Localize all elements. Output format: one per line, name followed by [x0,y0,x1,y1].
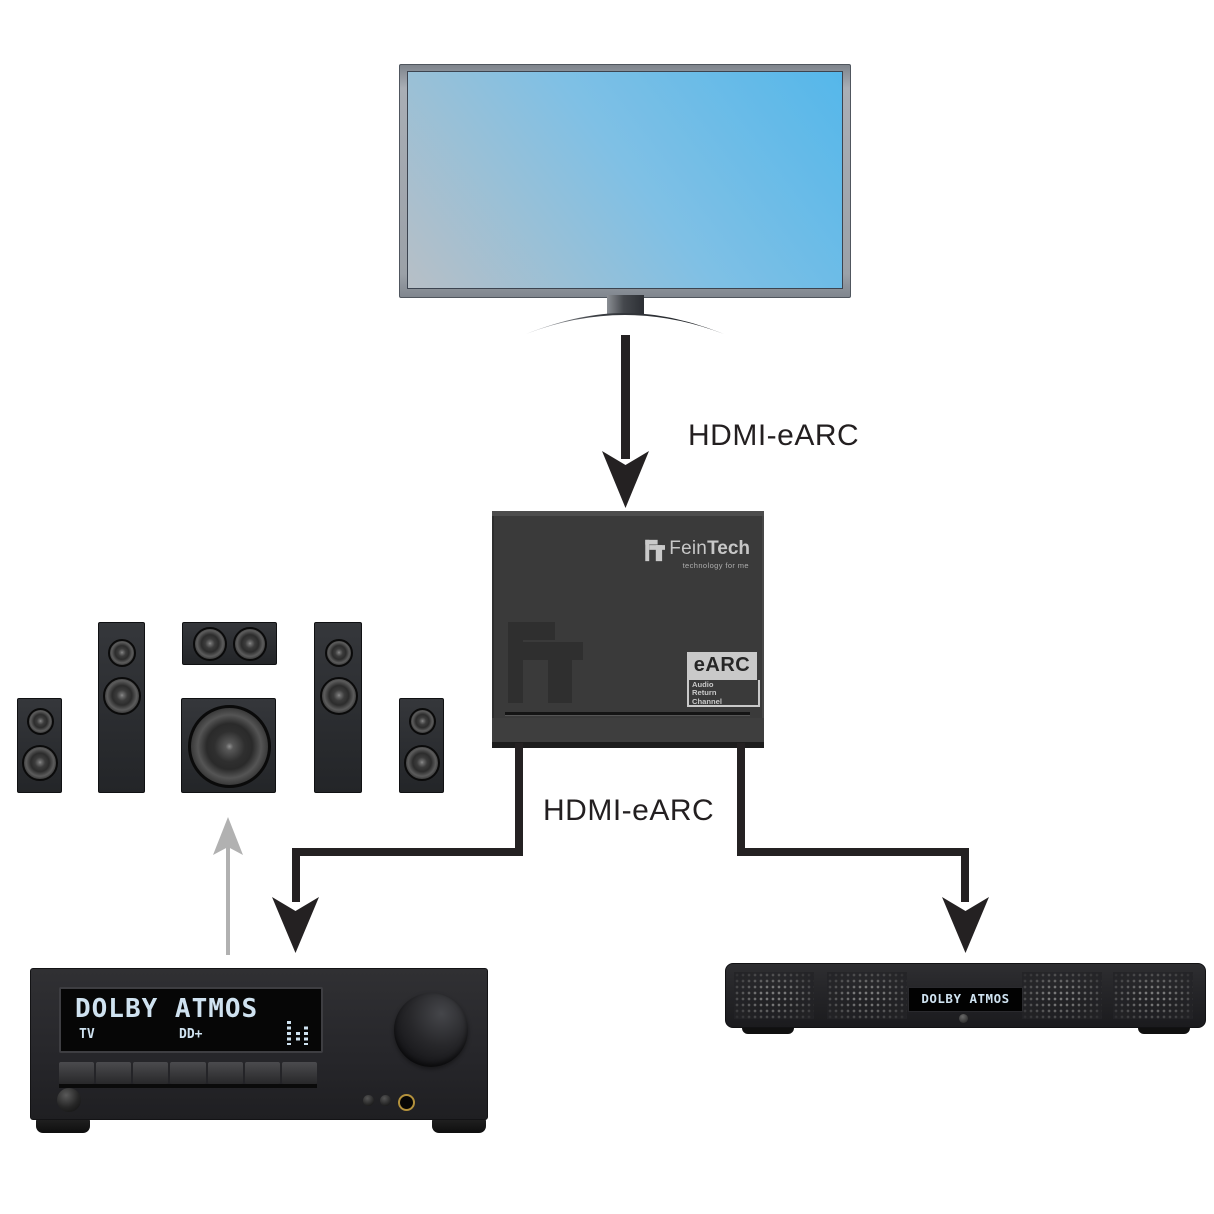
speaker-woofer [103,677,141,715]
subwoofer-driver [188,705,271,788]
tv-screen [407,71,843,289]
brand-fein: Fein [669,538,708,559]
arrowhead-down-to-receiver-icon [272,897,319,953]
receiver-volume-knob[interactable] [394,993,468,1067]
speaker-front-left-tower [98,622,145,793]
speaker-driver [233,627,267,661]
spectrum-icon [287,1021,308,1045]
earc-line-audio: Audio [692,680,714,689]
receiver-display-text: DOLBY ATMOS [75,994,259,1024]
subwoofer [181,698,276,793]
cable-box-right-vertical [737,743,745,848]
receiver-button[interactable] [59,1062,95,1084]
speaker-tweeter [325,639,353,667]
speaker-woofer [404,745,440,781]
feintech-logo: FeinTech [645,538,750,562]
receiver-button[interactable] [170,1062,206,1084]
hdmi-earc-label-mid: HDMI-eARC [543,794,715,827]
box-bottom-edge [492,742,764,748]
gray-arrow-shaft [226,846,230,955]
cable-box-right-drop [961,848,969,902]
cable-box-left-vertical [515,743,523,848]
receiver-display-source: TV [79,1027,95,1042]
speaker-center [182,622,277,665]
ft-logo-icon [645,539,666,562]
receiver-button[interactable] [96,1062,132,1084]
box-bottom-band [492,718,764,742]
hdmi-earc-label-top: HDMI-eARC [688,419,860,452]
feintech-tagline: technology for me [682,561,749,570]
cable-box-right-horizontal [737,848,969,856]
arrowhead-up-to-speakers-icon [213,817,243,855]
tv-stand-base [526,313,724,334]
arrowhead-down-to-box-icon [602,451,649,508]
speaker-surround-right [399,698,444,793]
receiver-button[interactable] [281,1062,317,1084]
receiver-power-button[interactable] [57,1088,81,1112]
soundbar-grille [734,972,814,1019]
soundbar-button[interactable] [959,1014,968,1023]
receiver-display-format: DD+ [179,1027,203,1042]
arrowhead-down-to-soundbar-icon [942,897,989,953]
speaker-tweeter [27,708,54,735]
receiver-foot-right [432,1118,486,1133]
speaker-driver [193,627,227,661]
receiver-button[interactable] [244,1062,280,1084]
earc-line-channel: Channel [692,696,722,706]
receiver-display: DOLBY ATMOS TV DD+ [59,987,323,1053]
speaker-surround-left [17,698,62,793]
receiver-indicator-dot [363,1095,374,1106]
soundbar-foot-left [742,1026,794,1034]
soundbar-foot-right [1138,1026,1190,1034]
earc-badge: eARC Audio Return Channel [687,652,760,707]
speaker-woofer [22,745,58,781]
receiver-button[interactable] [207,1062,243,1084]
receiver-button[interactable] [133,1062,169,1084]
receiver-button-row[interactable] [59,1062,317,1084]
tv [399,64,851,298]
av-receiver: DOLBY ATMOS TV DD+ [30,968,488,1120]
tv-stand-neck [607,295,644,314]
receiver-indicator-dot [380,1095,391,1106]
receiver-headphone-jack [398,1094,415,1111]
soundbar-grille [1022,972,1102,1019]
earc-line-return: Return [692,688,717,698]
feintech-earc-box: FeinTech technology for me eARC Audio Re… [492,511,764,748]
soundbar-grille [827,972,907,1019]
brand-text: FeinTech [669,538,750,560]
soundbar: DOLBY ATMOS [725,963,1206,1028]
speaker-tweeter [409,708,436,735]
brand-tech: Tech [707,538,750,559]
receiver-foot-left [36,1118,90,1133]
earc-badge-title: eARC [687,652,757,680]
speaker-front-right-tower [314,622,362,793]
ft-watermark-icon [508,622,583,703]
speaker-woofer [320,677,358,715]
earc-badge-lines: Audio Return Channel [687,680,760,707]
soundbar-display: DOLBY ATMOS [908,987,1023,1012]
speaker-tweeter [108,639,136,667]
soundbar-grille [1113,972,1193,1019]
cable-tv-to-box [621,335,630,459]
cable-box-left-horizontal [292,848,523,856]
cable-box-left-drop [292,848,300,902]
box-groove [505,712,750,715]
